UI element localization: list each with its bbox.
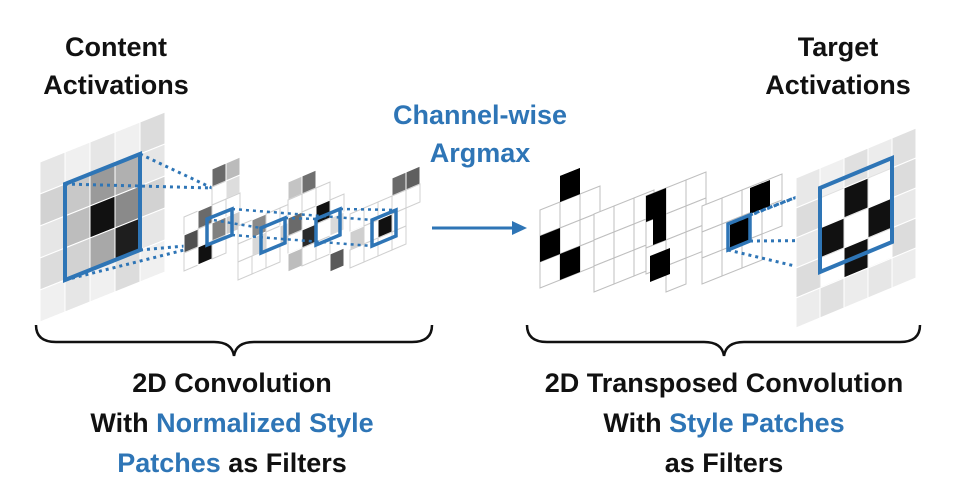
target-activations-grid xyxy=(795,127,917,329)
argmax-arrow xyxy=(432,221,527,235)
left-caption-line1: 2D Convolution xyxy=(132,368,331,398)
left-brace xyxy=(34,324,434,357)
style-filter-4 xyxy=(349,165,421,269)
argmax-label-line2: Argmax xyxy=(430,138,531,168)
target-patch-highlight xyxy=(818,155,894,275)
content-activations-grid xyxy=(39,111,166,323)
right-brace xyxy=(525,324,922,357)
style-filter-3 xyxy=(287,169,345,273)
content-activations-label-line2: Activations xyxy=(43,70,189,100)
filter-link-lines xyxy=(206,207,397,248)
left-caption-line3-highlight: Patches xyxy=(117,448,221,478)
content-activations-label-line1: Content xyxy=(65,32,167,62)
left-caption-line3-suffix: as Filters xyxy=(221,448,347,478)
right-caption-line2: With Style Patches xyxy=(603,408,844,438)
right-caption-line3: as Filters xyxy=(665,448,784,478)
target-activations-label-line1: Target xyxy=(798,32,879,62)
left-caption-line3: Patches as Filters xyxy=(117,448,347,478)
right-caption-line2-highlight: Style Patches xyxy=(669,408,845,438)
argmax-onehot-grids xyxy=(539,168,783,293)
right-caption-line1: 2D Transposed Convolution xyxy=(545,368,904,398)
left-caption-line2-highlight: Normalized Style xyxy=(156,408,374,438)
argmax-label-line1: Channel-wise xyxy=(393,100,567,130)
right-caption-line2-prefix: With xyxy=(603,408,669,438)
left-caption-line2: With Normalized Style xyxy=(90,408,373,438)
style-filter-2 xyxy=(237,201,295,281)
left-caption-line2-prefix: With xyxy=(90,408,156,438)
target-activations-label-line2: Activations xyxy=(765,70,911,100)
style-filter-1 xyxy=(183,156,241,272)
